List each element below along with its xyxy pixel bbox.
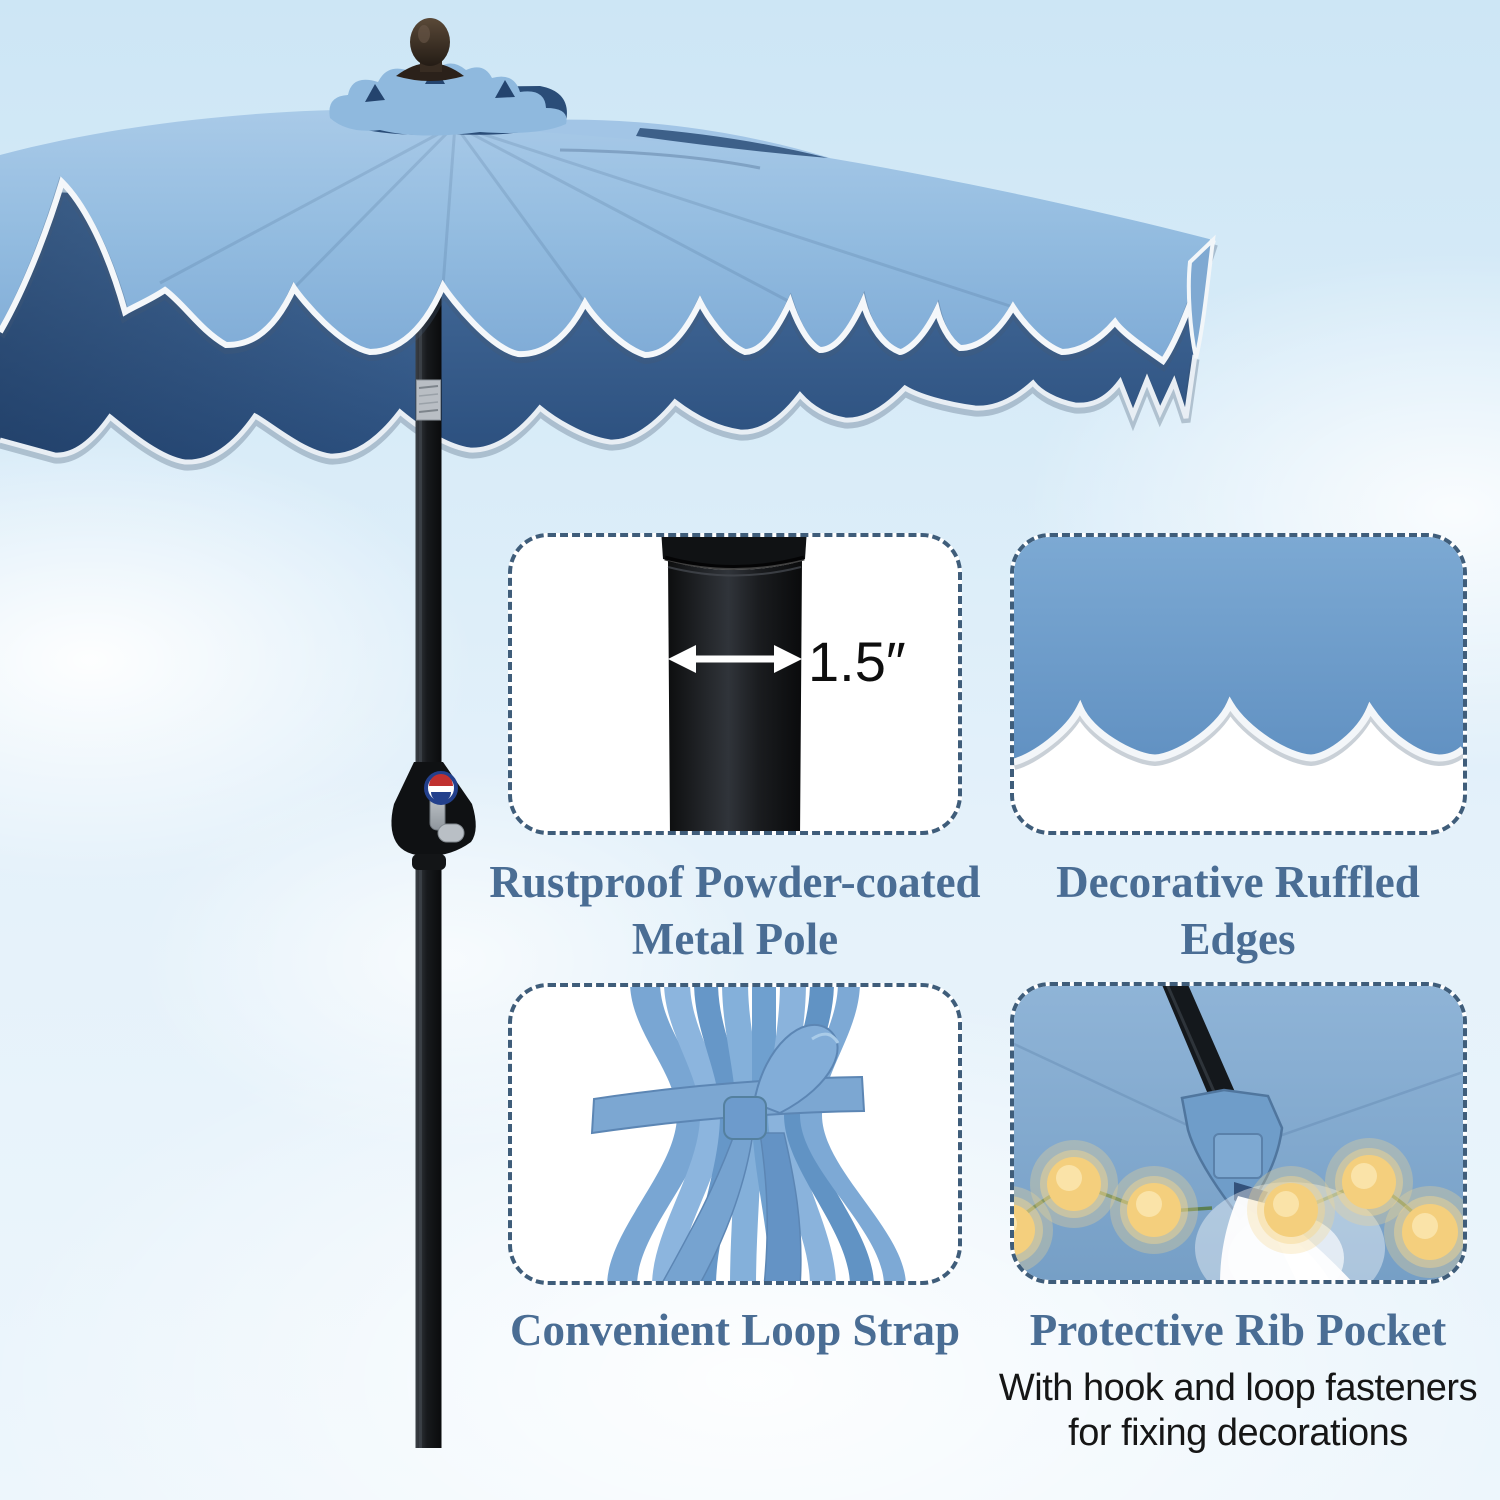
finial (396, 18, 464, 81)
string-lights (1014, 1138, 1463, 1278)
canopy-fold (460, 119, 830, 170)
caption-ruffle: Decorative Ruffled Edges (958, 854, 1500, 968)
feature-card-strap (508, 983, 962, 1285)
caption-pole: Rustproof Powder-coated Metal Pole (455, 854, 1015, 968)
umbrella-rib (1162, 986, 1242, 1118)
pole-diameter-value: 1.5″ (808, 630, 906, 693)
feature-card-pocket (1010, 982, 1467, 1284)
loop-strap-illustration (590, 987, 906, 1281)
caption-line: Edges (1180, 914, 1296, 964)
canopy-ruffle-crown (329, 62, 567, 136)
width-arrow-icon (668, 645, 802, 673)
feature-card-pole: 1.5″ (508, 533, 962, 835)
caption-line: Convenient Loop Strap (509, 1305, 961, 1355)
caption-line: Metal Pole (631, 914, 839, 964)
caption-subtitle-line: With hook and loop fasteners (998, 1367, 1478, 1409)
ruffled-edge-illustration (1014, 537, 1463, 770)
rib-pocket-illustration (1014, 986, 1463, 1280)
canopy-seams (159, 123, 1014, 309)
feature-card-ruffle (1010, 533, 1467, 835)
crank-assembly (391, 762, 476, 870)
canopy-tip-flap (1186, 234, 1216, 359)
caption-subtitle-line: for fixing decorations (1068, 1412, 1408, 1454)
caption-subtitle: With hook and loop fasteners for fixing … (958, 1366, 1500, 1456)
caption-pocket: Protective Rib Pocket With hook and loop… (958, 1302, 1500, 1456)
pole-label-sticker (416, 379, 441, 421)
pole-diameter-illustration (661, 537, 807, 831)
canopy-trim (0, 176, 1216, 366)
loop-strap (590, 1023, 866, 1281)
caption-line: Decorative Ruffled (1056, 857, 1420, 907)
caption-line: Rustproof Powder-coated (489, 857, 981, 907)
brand-logo-icon (424, 771, 458, 805)
caption-strap: Convenient Loop Strap (455, 1302, 1015, 1359)
valance-trim (0, 354, 1198, 465)
rib-pocket (1180, 1088, 1284, 1221)
caption-line: Protective Rib Pocket (1029, 1305, 1447, 1355)
